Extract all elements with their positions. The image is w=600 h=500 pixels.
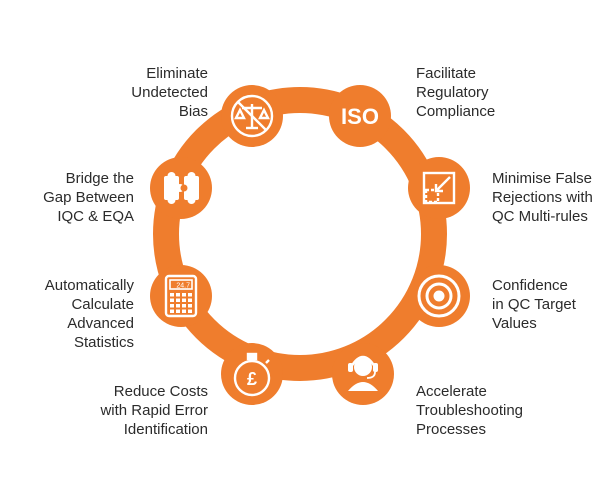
label-eliminate-bias: Eliminate Undetected Bias [131, 65, 208, 120]
calculator-icon: 24.7 [164, 274, 198, 318]
label-minimise-false-rejections: Minimise False Rejections with QC Multi-… [492, 170, 593, 225]
node-bias [221, 85, 283, 147]
calculator-key [182, 309, 186, 313]
calculator-key [188, 293, 192, 297]
calculator-display: 24.7 [176, 283, 190, 290]
node-statistics: 24.7 [150, 265, 212, 327]
target-square-arrow-icon [422, 171, 456, 205]
label-accelerate-troubleshooting: Accelerate Troubleshooting Processes [416, 383, 524, 438]
calculator-key [188, 304, 192, 308]
label-regulatory-compliance: Facilitate Regulatory Compliance [416, 65, 496, 120]
crossed-out-scales-icon [230, 94, 274, 138]
bullseye-icon [417, 274, 461, 318]
calculator-key [176, 304, 180, 308]
calculator-key [176, 293, 180, 297]
calculator-key [170, 309, 174, 313]
calculator-key [176, 298, 180, 302]
calculator-key [170, 304, 174, 308]
calculator-key [188, 309, 192, 313]
calculator-key [182, 298, 186, 302]
svg-text:£: £ [247, 369, 257, 389]
node-reduce-costs: £ [221, 343, 283, 405]
calculator-key [182, 304, 186, 308]
label-confidence-target: Confidence in QC Target Values [492, 277, 576, 332]
label-reduce-costs: Reduce Costs with Rapid Error Identifica… [100, 383, 208, 438]
headset-support-icon [348, 355, 378, 391]
puzzle-pieces-icon [164, 172, 199, 204]
node-circle [150, 265, 212, 327]
calculator-key [176, 309, 180, 313]
node-compliance: ISO [329, 85, 391, 147]
ring-band [153, 87, 447, 381]
calculator-key [170, 293, 174, 297]
node-bridge-gap [150, 157, 212, 219]
node-target-values [408, 265, 470, 327]
calculator-key [188, 298, 192, 302]
node-circle [221, 343, 283, 405]
label-calculate-statistics: Automatically Calculate Advanced Statist… [44, 277, 134, 351]
calculator-key [170, 298, 174, 302]
ring-outline [153, 87, 447, 381]
calculator-key [182, 293, 186, 297]
node-false-rejections [408, 157, 470, 219]
node-circle [329, 85, 391, 147]
label-bridge-gap: Bridge the Gap Between IQC & EQA [43, 170, 134, 225]
pound-stopwatch-icon: £ [233, 352, 271, 397]
node-troubleshooting [332, 343, 394, 405]
iso-icon: ISO [341, 104, 379, 129]
ring-center [192, 126, 408, 342]
